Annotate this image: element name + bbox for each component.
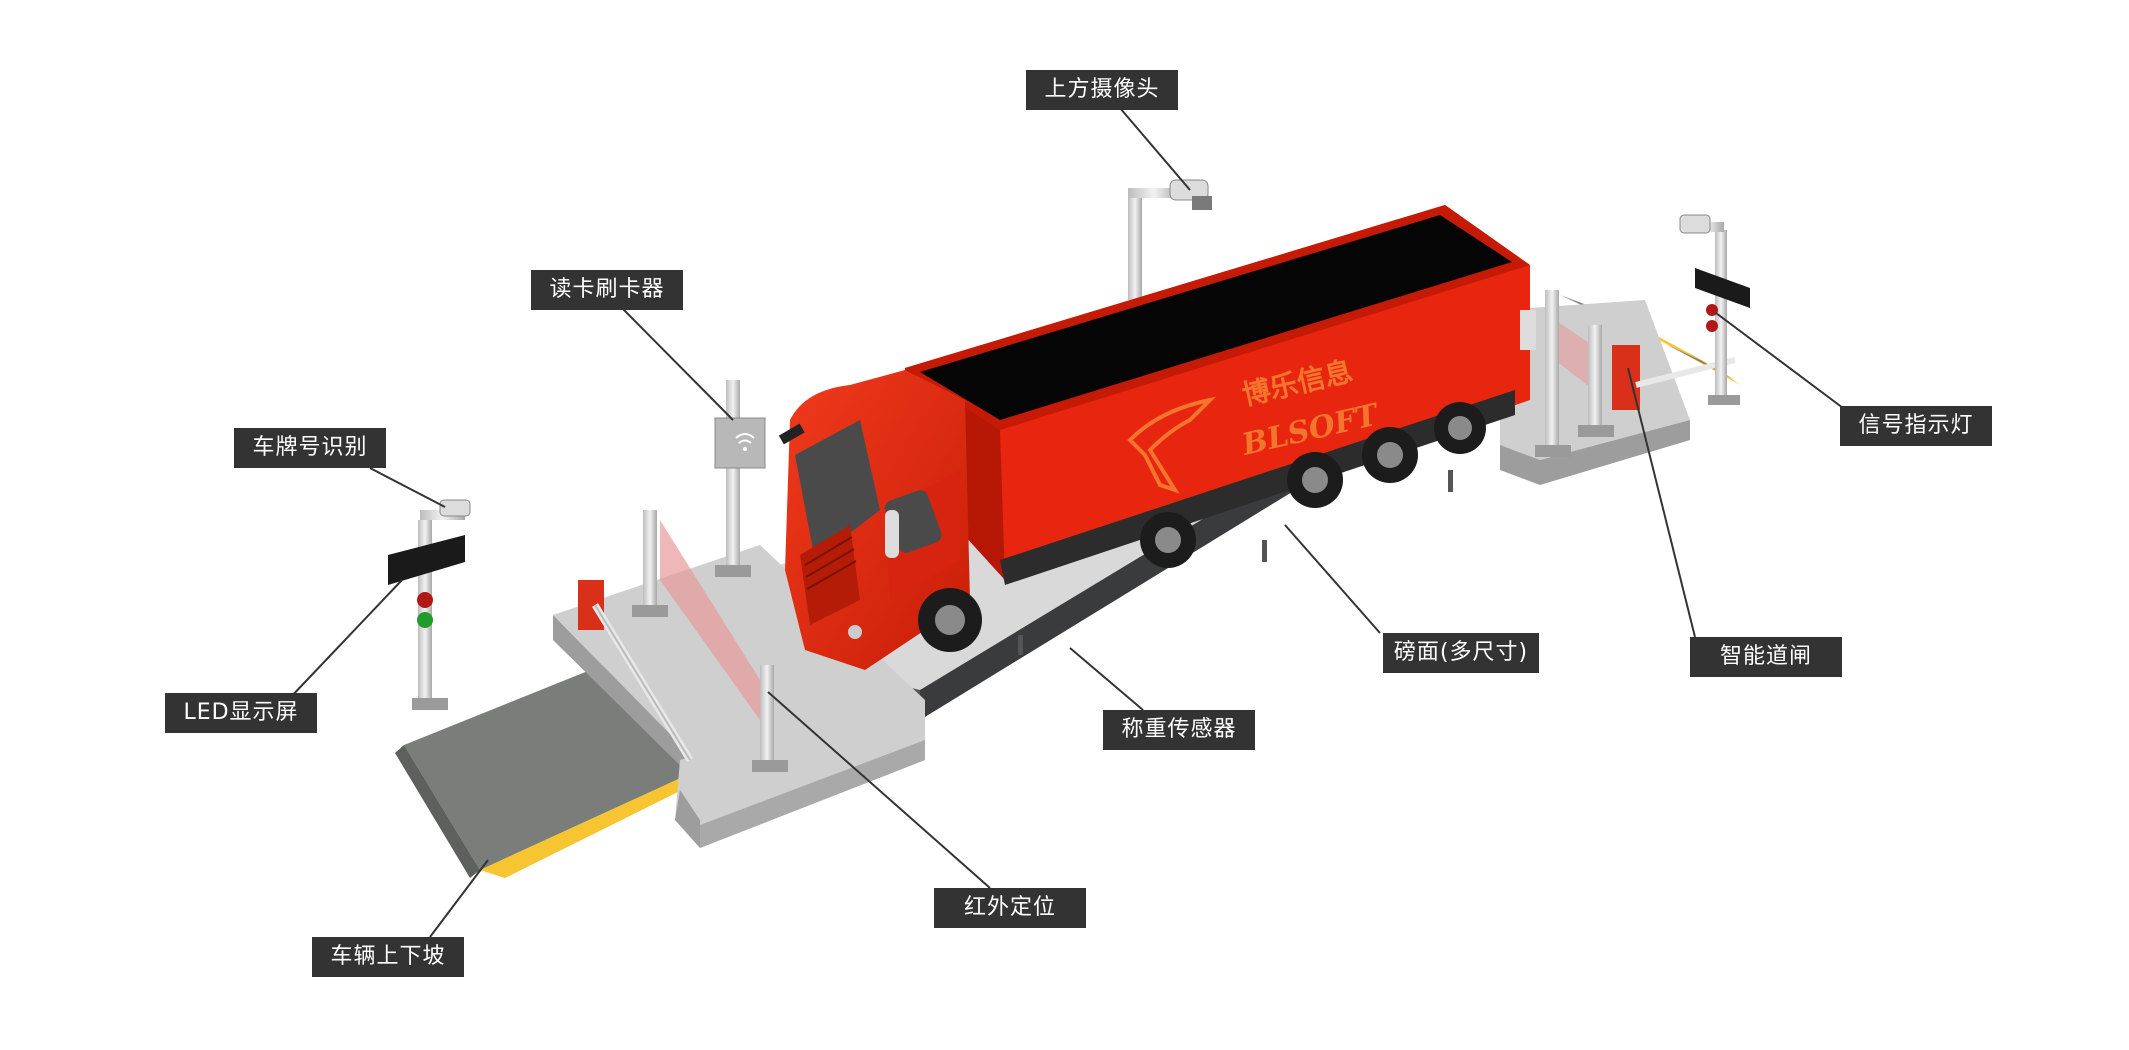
- left-led-pole: [388, 499, 471, 710]
- label-signal-light: 信号指示灯: [1840, 406, 1992, 446]
- label-ramp: 车辆上下坡: [312, 937, 464, 977]
- right-signal-pole: [1679, 214, 1750, 405]
- label-infrared: 红外定位: [934, 888, 1086, 928]
- label-led-display: LED显示屏: [165, 693, 317, 733]
- card-reader: [714, 380, 766, 577]
- label-platform: 磅面(多尺寸): [1383, 633, 1539, 673]
- label-card-reader: 读卡刷卡器: [531, 270, 683, 310]
- label-barrier-gate: 智能道闸: [1690, 637, 1842, 677]
- load-sensors: [1018, 470, 1453, 655]
- infrared-positioning: [632, 510, 788, 772]
- leader-lines: [287, 107, 1844, 938]
- label-plate-recognition: 车牌号识别: [234, 428, 386, 468]
- top-camera: [1128, 179, 1212, 300]
- truck: 博乐信息 BLSOFT: [778, 205, 1530, 670]
- left-barrier-gate: [578, 580, 693, 762]
- label-load-sensor: 称重传感器: [1103, 710, 1255, 750]
- label-top-camera: 上方摄像头: [1026, 70, 1178, 110]
